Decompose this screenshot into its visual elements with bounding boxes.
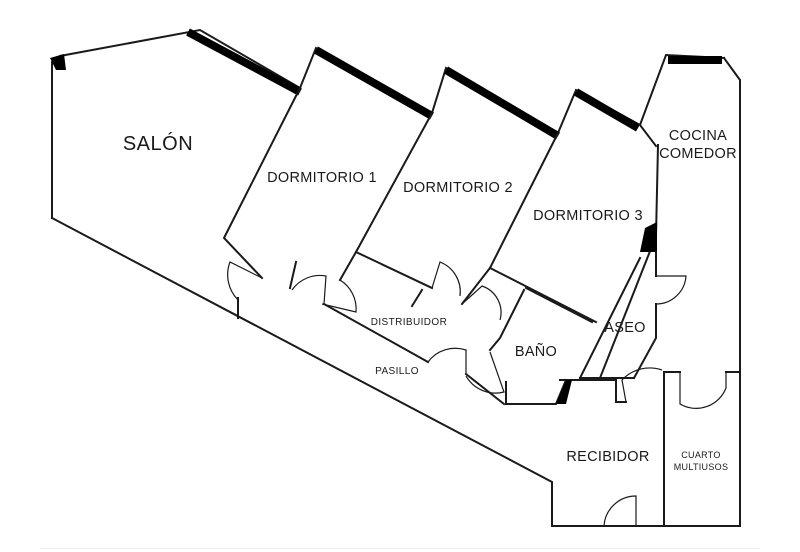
- label-dormitorio-2: DORMITORIO 2: [403, 180, 513, 196]
- footer-divider: [40, 548, 760, 549]
- label-multiusos: MULTIUSOS: [674, 462, 729, 472]
- dorm1-west-wall: [222, 86, 302, 280]
- service-walls: [559, 123, 741, 527]
- dorm2-window: [443, 66, 561, 140]
- label-cuarto: CUARTO: [681, 450, 720, 460]
- label-comedor: COMEDOR: [659, 146, 737, 162]
- kitchen-west-wall: [638, 123, 658, 148]
- dorm1-stub: [288, 260, 298, 290]
- dorm3-window: [573, 88, 641, 132]
- salon-outer-wall: [51, 28, 302, 219]
- entrance-door: [603, 495, 637, 527]
- label-dormitorio-3: DORMITORIO 3: [533, 208, 643, 224]
- dorm1-window: [314, 46, 434, 120]
- dorm2-bottom-wall: [354, 250, 434, 290]
- aseo-east-wall: [632, 303, 657, 380]
- label-cocina: COCINA: [669, 128, 727, 144]
- aseo-west-wall: [578, 256, 642, 380]
- kitchen-pillar: [640, 222, 657, 252]
- bedroom-walls: [222, 86, 660, 380]
- pasillo-door: [465, 351, 505, 394]
- kitchen-top-wall: [638, 53, 726, 127]
- label-bano: BAÑO: [515, 343, 557, 360]
- label-salon: SALÓN: [123, 132, 193, 155]
- label-distribuidor: DISTRIBUIDOR: [371, 317, 447, 328]
- label-dormitorio-1: DORMITORIO 1: [267, 170, 377, 186]
- label-pasillo: PASILLO: [375, 366, 419, 377]
- recibidor-door: [621, 367, 663, 403]
- label-recibidor: RECIBIDOR: [566, 449, 649, 465]
- dorm1-east-wall: [338, 111, 434, 282]
- core-walls: [237, 288, 572, 406]
- bano-bottom-wall: [505, 378, 568, 405]
- recibidor-north-wall: [559, 379, 627, 403]
- bano-corner-block: [556, 380, 572, 404]
- long-exterior-wall: [50, 56, 741, 527]
- label-aseo: ASEO: [604, 320, 646, 336]
- bano-top-wall: [524, 286, 594, 324]
- windows: [50, 28, 722, 140]
- distribuidor-south-wall: [322, 302, 430, 364]
- dorm2-door: [431, 261, 461, 297]
- dorm2-stub: [410, 288, 424, 308]
- doors: [227, 261, 727, 527]
- distribuidor-south-wall-2: [464, 372, 506, 406]
- cuarto-door: [679, 372, 727, 409]
- bano-west-wall: [488, 288, 526, 352]
- salon-window: [186, 28, 302, 96]
- salon-door: [227, 261, 263, 301]
- dorm1-door: [291, 274, 327, 305]
- dorm3-bottom-wall: [488, 266, 598, 324]
- salon-corner-block: [50, 54, 66, 70]
- dorm3-east-wall: [598, 143, 660, 380]
- room-labels: SALÓN DORMITORIO 1 DORMITORIO 2 DORMITOR…: [123, 128, 737, 472]
- dorm3-door: [461, 285, 502, 321]
- dorm1-door-b: [321, 279, 357, 313]
- aseo-door: [655, 275, 687, 305]
- distribuidor-door: [427, 347, 467, 374]
